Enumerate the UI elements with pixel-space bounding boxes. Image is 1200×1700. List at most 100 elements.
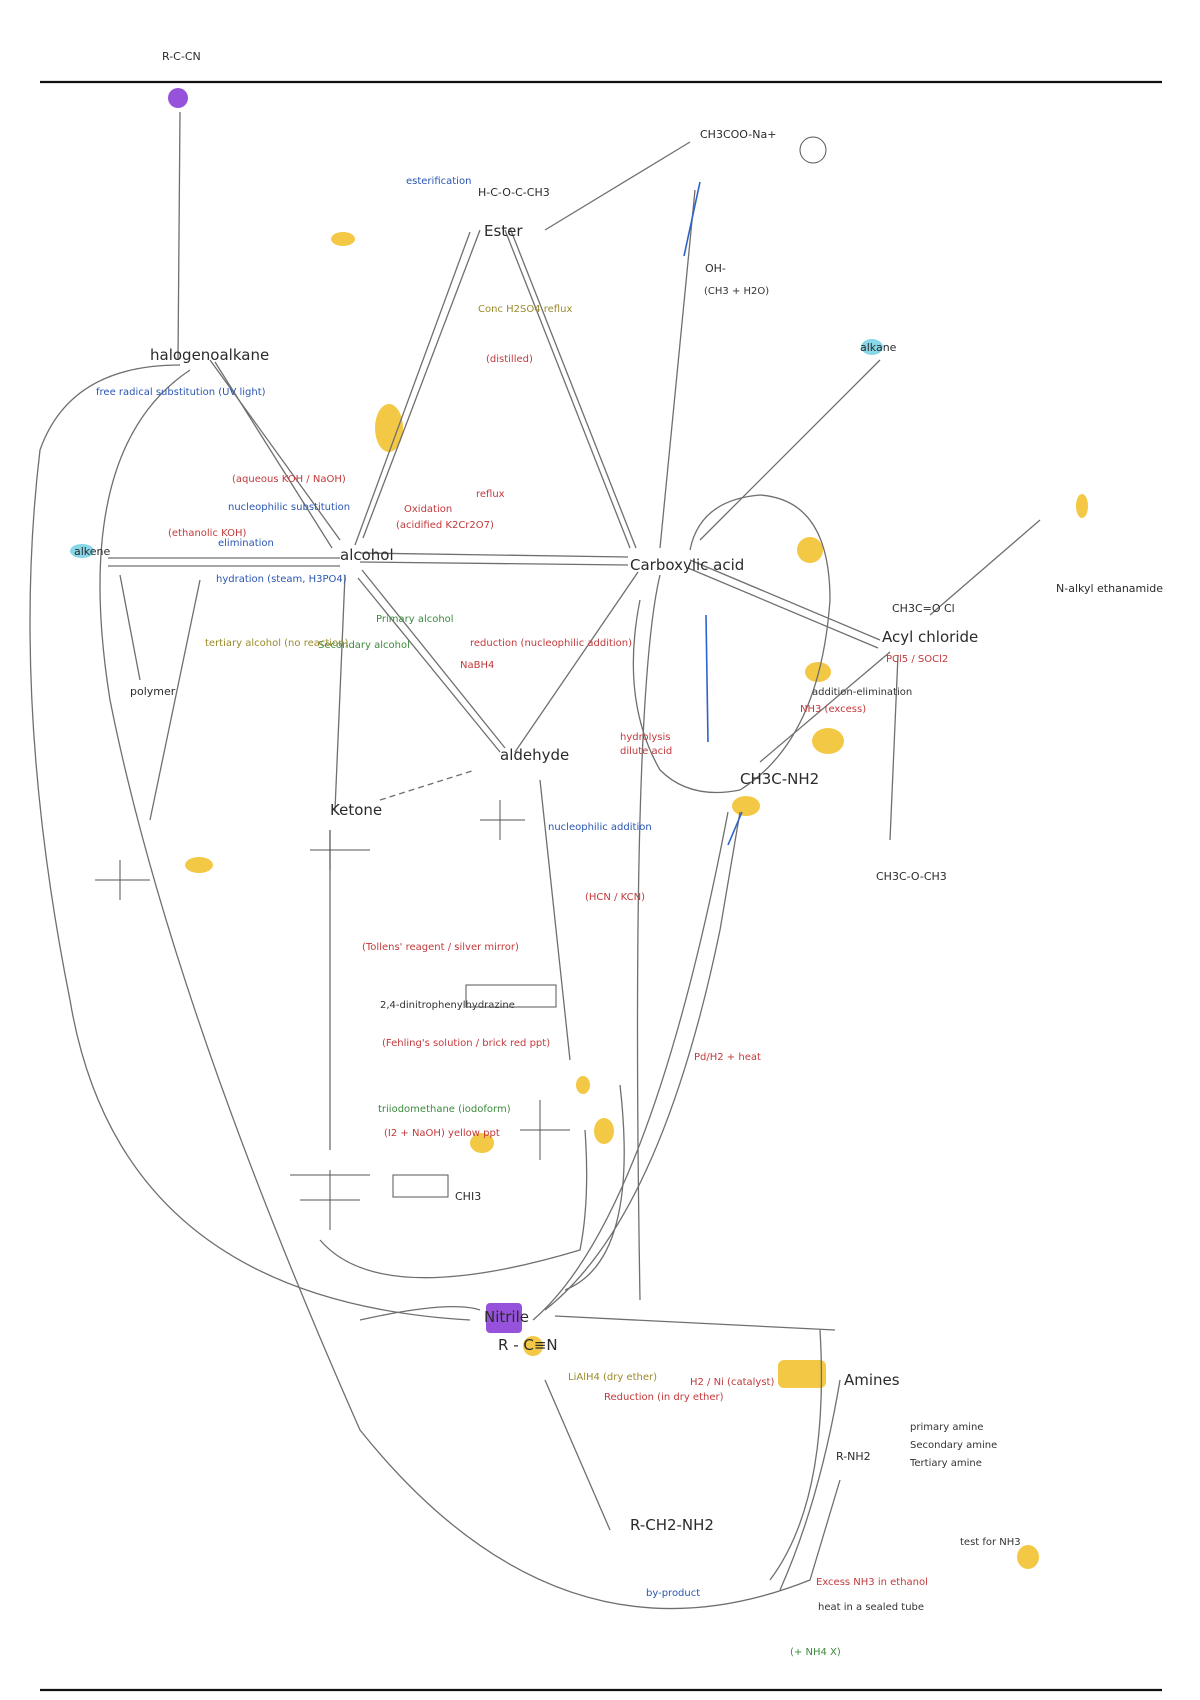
- label-free-radical: free radical substitution (UV light): [96, 387, 266, 398]
- label-lialh4: LiAlH4 (dry ether): [568, 1372, 657, 1383]
- yellow-highlight-5: [812, 728, 844, 754]
- arrow-acylchloride-amide: [759, 651, 891, 763]
- yellow-highlight-2: [375, 404, 403, 452]
- label-conc-h2so4: Conc H2SO4 reflux: [478, 304, 572, 315]
- sketch-circle-salt: [799, 136, 827, 164]
- sketch-aldehyde-structure: [480, 800, 525, 840]
- arrow-acid-right: [699, 359, 881, 541]
- formula-n-alkyl: N-alkyl ethanamide: [1056, 582, 1163, 595]
- yellow-highlight-12: [778, 1360, 826, 1388]
- arrow-acylchloride-nalkyl: [929, 519, 1041, 616]
- label-oxidation: Oxidation: [404, 504, 452, 515]
- formula-ch3coo: CH3COO-Na+: [700, 128, 776, 141]
- label-nucleophilic-addition: nucleophilic addition: [548, 822, 652, 833]
- purple-highlight-nitrile: [486, 1303, 522, 1333]
- formula-nitrile: R - C≡N: [498, 1336, 558, 1354]
- label-primary-amine: primary amine: [910, 1422, 983, 1433]
- node-polymer: polymer: [130, 685, 176, 698]
- sketch-ketone-structure: [290, 1170, 370, 1230]
- label-secondary-amine: Secondary amine: [910, 1440, 997, 1451]
- node-ester: Ester: [484, 222, 523, 240]
- label-esterification: esterification: [406, 176, 471, 187]
- label-addition-elimination: addition-elimination: [812, 687, 912, 698]
- formula-acyl: CH3C=O Cl: [892, 602, 955, 615]
- label-k2cr2o7: (acidified K2Cr2O7): [396, 520, 494, 531]
- yellow-highlight-4: [805, 662, 831, 682]
- arrow-alkene-down: [149, 579, 201, 821]
- label-tollens: (Tollens' reagent / silver mirror): [362, 942, 519, 953]
- label-hcn: (HCN / KCN): [585, 892, 645, 903]
- node-amide: CH3C-NH2: [740, 770, 819, 788]
- loop-amide-cluster: [632, 494, 831, 794]
- arrow-halogenoalkane-nitrile-top: [177, 111, 181, 361]
- formula-r-nh2: R-NH2: [836, 1450, 871, 1463]
- arrow-acid-alcohol: [359, 561, 629, 566]
- label-h2-ni: H2 / Ni (catalyst): [690, 1377, 774, 1388]
- label-dilute-acid: dilute acid: [620, 746, 672, 757]
- sketch-ketone-structure-small: [310, 830, 370, 870]
- label-reduction-dry-ether: Reduction (in dry ether): [604, 1392, 724, 1403]
- label-ammonia: Excess NH3 in ethanol: [816, 1577, 928, 1588]
- yellow-highlight-11: [523, 1336, 543, 1356]
- yellow-highlight-9: [576, 1076, 590, 1094]
- formula-iodoform: CHI3: [455, 1190, 481, 1203]
- arrow-ester-acid: [509, 227, 637, 549]
- node-nitrile: Nitrile: [484, 1308, 529, 1326]
- label-test-nh3: test for NH3: [960, 1537, 1021, 1548]
- node-carboxylic-acid: Carboxylic acid: [630, 556, 744, 574]
- blue-arrow-amide: [727, 811, 743, 846]
- arrow-nitrile-amine-bottom: [544, 1379, 611, 1531]
- label-tertiary-alcohol: tertiary alcohol (no reaction): [205, 638, 349, 649]
- label-tertiary-amine: Tertiary amine: [909, 1458, 982, 1469]
- arrow-aldehyde-hydroxynitrile: [539, 779, 571, 1061]
- label-elimination: elimination: [218, 538, 274, 549]
- arrow-ketone-bracket: [319, 1129, 588, 1279]
- node-alkane: alkane: [860, 341, 897, 354]
- arrow-aldehyde-acid: [514, 571, 639, 753]
- blue-arrow-salt: [683, 181, 701, 257]
- formula-oh-plus-h2o: (CH3 + H2O): [704, 286, 769, 297]
- label-dnph: 2,4-dinitrophenylhydrazine: [380, 1000, 515, 1011]
- arrow-acid-acylchloride: [689, 559, 881, 641]
- formula-hydroxynitrile: R-C-CN: [162, 50, 201, 63]
- label-hydration: hydration (steam, H3PO4): [216, 574, 347, 585]
- arrow-halogenoalkane-alcohol: [214, 361, 333, 549]
- arrow-halogenoalkane-amines-loop: [99, 369, 841, 1610]
- label-sealed-tube: heat in a sealed tube: [818, 1602, 924, 1613]
- yellow-highlight-8: [470, 1133, 494, 1153]
- arrow-nitrile-amines: [554, 1315, 836, 1331]
- label-hydrolysis: hydrolysis: [620, 732, 671, 743]
- arrow-alkene-polymer: [119, 574, 141, 681]
- yellow-highlight-1: [331, 232, 355, 246]
- arrow-alcohol-halogenoalkane: [209, 359, 341, 541]
- label-aqueous-koh: (aqueous KOH / NaOH): [232, 474, 346, 485]
- label-reduction: reduction (nucleophilic addition): [470, 638, 632, 649]
- formula-acetate: CH3C-O-CH3: [876, 870, 947, 883]
- cyan-highlight-right: [861, 339, 883, 355]
- blue-arrow-amide-up: [705, 614, 709, 743]
- sketch-box-1: [392, 1174, 449, 1198]
- label-by-product: by-product: [646, 1588, 700, 1599]
- arrow-nitrile-amide: [544, 811, 741, 1311]
- formula-ammonium: (+ NH4 X): [790, 1647, 841, 1658]
- label-nabh4: NaBH4: [460, 660, 494, 671]
- arrow-acid-salt: [659, 189, 696, 549]
- purple-highlight-top: [168, 88, 188, 108]
- sketch-hydroxynitrile-structure: [520, 1100, 570, 1160]
- formula-amine: R-CH2-NH2: [630, 1516, 714, 1534]
- node-halogenoalkane: halogenoalkane: [150, 346, 269, 364]
- arrow-hydroxy-nitrile: [564, 1084, 625, 1291]
- reaction-arrows: [29, 111, 1041, 1610]
- node-aldehyde: aldehyde: [500, 746, 569, 764]
- structure-sketches: [95, 136, 827, 1230]
- formula-oh-minus: OH-: [705, 262, 726, 275]
- arrow-to-nitrile: [359, 1306, 481, 1321]
- arrow-aldehyde-alcohol: [357, 577, 501, 753]
- arrow-alcohol-ester: [354, 231, 471, 546]
- arrow-ester-ethanoate: [544, 141, 691, 231]
- node-alkene: alkene: [74, 545, 111, 558]
- label-primary-alcohol: Primary alcohol: [376, 614, 454, 625]
- arrow-acid-ester: [504, 229, 631, 549]
- arrow-alcohol-aldehyde: [361, 569, 506, 749]
